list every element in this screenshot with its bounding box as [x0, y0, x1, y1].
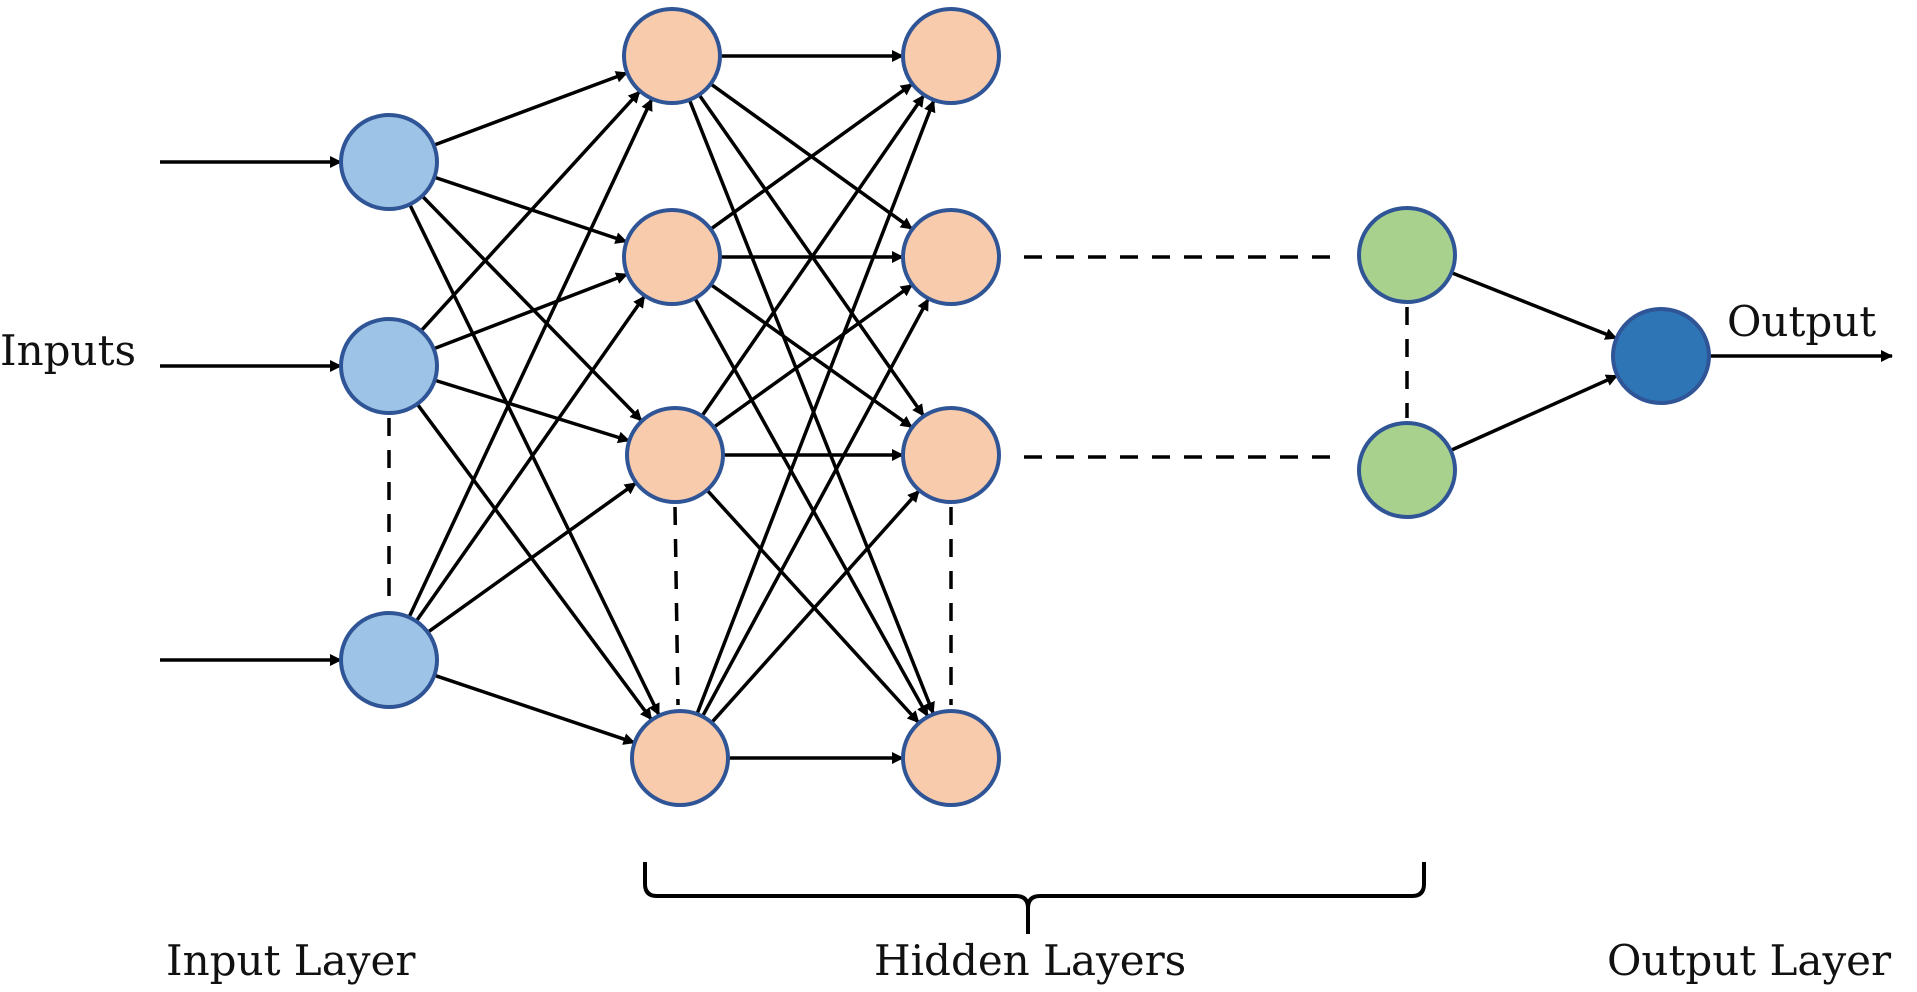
input-layer-node	[339, 317, 439, 415]
hidden-layer-2-node	[901, 208, 1001, 306]
hidden-layers-label: Hidden Layers	[874, 936, 1187, 985]
hidden-layers-brace	[643, 862, 1426, 934]
inputs-label: Inputs	[0, 326, 137, 375]
ellipsis-connectors	[387, 255, 1409, 706]
weight-edge	[709, 82, 914, 231]
weight-edge	[407, 98, 654, 618]
weight-edge	[695, 99, 936, 714]
hidden-layer-last-node	[1357, 206, 1457, 304]
hidden-layer-1-node	[622, 208, 722, 306]
hidden1-ellipsis	[673, 506, 680, 706]
weight-edge	[421, 195, 643, 422]
weight-edge	[433, 272, 629, 351]
weight-edge	[420, 90, 641, 332]
hidden-layer-1-node	[625, 406, 725, 504]
hidden-layer-2-node	[901, 7, 1001, 105]
weight-edge	[426, 481, 638, 634]
output-layer-label: Output Layer	[1607, 936, 1892, 985]
weight-edge	[712, 283, 914, 429]
hidden-layer-1-node	[622, 7, 722, 105]
input-layer-node	[339, 113, 439, 211]
weight-edge	[433, 673, 636, 745]
hidden-layer-2-node	[901, 709, 1001, 807]
weight-edge	[688, 99, 935, 715]
output-label: Output	[1727, 297, 1877, 346]
weight-edge	[701, 298, 930, 717]
hidden-layer-2-node	[901, 406, 1001, 504]
input-layer-label: Input Layer	[166, 936, 416, 985]
weight-edge	[700, 94, 926, 417]
weight-edge	[433, 71, 628, 147]
output-layer-node	[1611, 307, 1711, 405]
weight-edge	[1450, 374, 1619, 452]
curly-brace	[643, 862, 1426, 934]
weight-edge	[706, 489, 920, 724]
connections	[160, 50, 1893, 764]
hidden-layer-last-node	[1357, 421, 1457, 519]
weight-edge	[434, 378, 631, 444]
weight-edge	[415, 295, 646, 622]
weight-edge	[408, 204, 661, 716]
neurons	[339, 7, 1711, 807]
input-layer-node	[339, 611, 439, 709]
weight-edge	[710, 489, 921, 724]
weight-edge	[1450, 271, 1618, 340]
hidden-layer-1-node	[630, 709, 730, 807]
weight-edge	[416, 403, 653, 721]
